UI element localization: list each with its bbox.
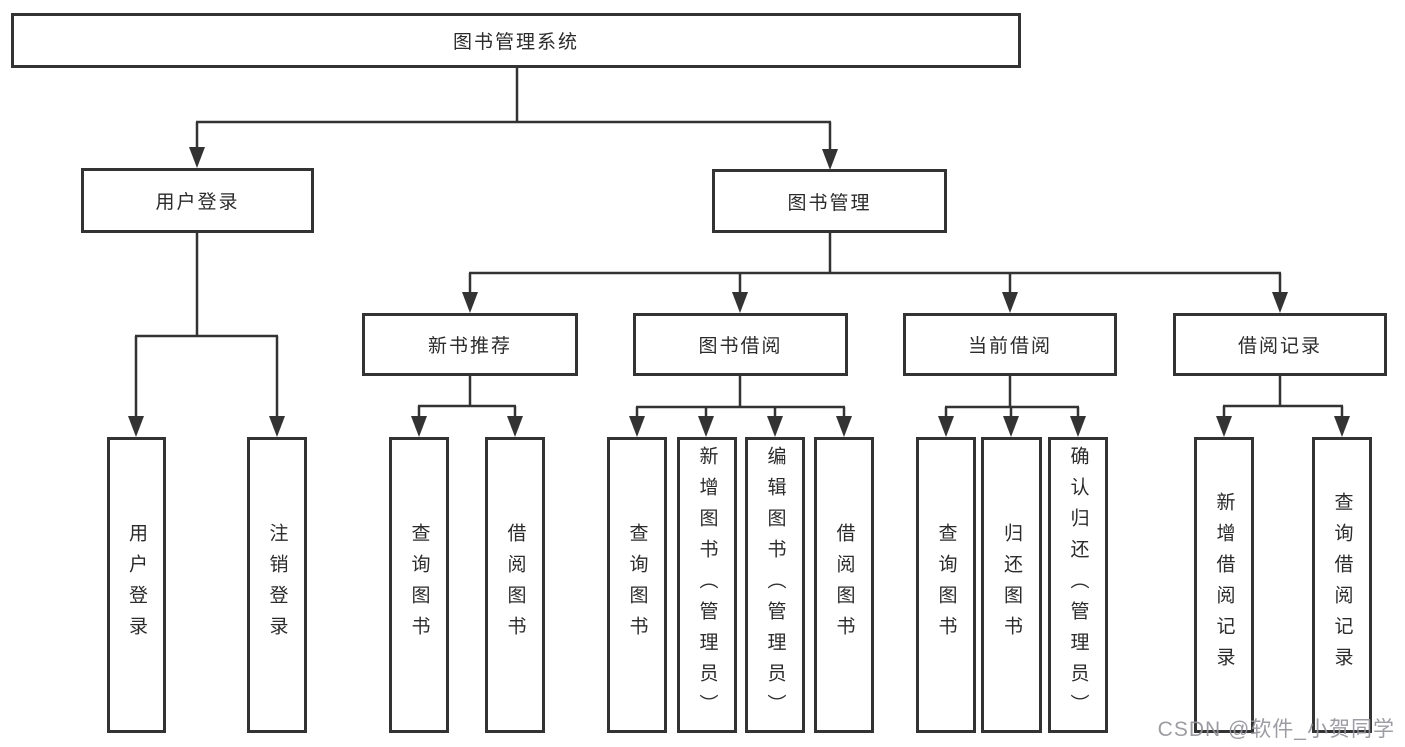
leaf-return-books: 归还图书 <box>981 437 1042 733</box>
leaf-label: 查询图书 <box>626 523 648 647</box>
leaf-label: 查询借阅记录 <box>1331 492 1353 678</box>
node-label: 图书管理 <box>787 192 872 214</box>
leaf-add-borrow-record: 新增借阅记录 <box>1194 437 1254 733</box>
leaf-label: 编辑图书（管理员） <box>764 445 786 725</box>
node-borrowing-records: 借阅记录 <box>1173 313 1387 376</box>
node-label: 图书管理系统 <box>452 32 579 53</box>
node-label: 新书推荐 <box>427 336 512 357</box>
node-current-borrowing: 当前借阅 <box>903 313 1117 376</box>
csdn-watermark: CSDN @软件_小贺同学 <box>1157 718 1395 741</box>
leaf-label: 借阅图书 <box>504 523 526 647</box>
node-label: 用户登录 <box>155 192 240 213</box>
leaf-logout: 注销登录 <box>247 437 307 733</box>
node-book-management: 图书管理 <box>712 169 947 233</box>
node-user-login-branch: 用户登录 <box>81 168 314 233</box>
leaf-query-books-borrowing: 查询图书 <box>607 437 667 733</box>
leaf-label: 注销登录 <box>266 523 288 647</box>
leaf-confirm-return-admin: 确认归还（管理员） <box>1048 437 1108 733</box>
leaf-query-borrow-record: 查询借阅记录 <box>1312 437 1372 733</box>
leaf-label: 借阅图书 <box>833 523 855 647</box>
leaf-user-login: 用户登录 <box>107 437 166 733</box>
node-label: 当前借阅 <box>967 336 1052 357</box>
leaf-label: 归还图书 <box>1001 523 1022 647</box>
node-new-book-recommend: 新书推荐 <box>362 313 578 376</box>
node-label: 图书借阅 <box>698 336 783 357</box>
leaf-label: 新增借阅记录 <box>1213 492 1235 678</box>
leaf-edit-books-admin: 编辑图书（管理员） <box>745 437 805 733</box>
leaf-label: 查询图书 <box>935 523 957 647</box>
connector-elbows <box>134 68 1344 418</box>
leaf-query-books-recommend: 查询图书 <box>389 437 449 733</box>
leaf-label: 用户登录 <box>126 523 147 647</box>
leaf-query-books-current: 查询图书 <box>916 437 976 733</box>
arrowhead-icons <box>128 147 1350 437</box>
leaf-label: 新增图书（管理员） <box>696 445 718 725</box>
leaf-add-books-admin: 新增图书（管理员） <box>677 437 737 733</box>
node-book-borrowing: 图书借阅 <box>633 313 848 376</box>
leaf-label: 查询图书 <box>408 523 430 647</box>
leaf-borrow-books-recommend: 借阅图书 <box>485 437 545 733</box>
node-library-management-system: 图书管理系统 <box>11 13 1021 68</box>
leaf-borrow-books: 借阅图书 <box>814 437 874 733</box>
leaf-label: 确认归还（管理员） <box>1067 445 1089 725</box>
node-label: 借阅记录 <box>1237 336 1322 357</box>
